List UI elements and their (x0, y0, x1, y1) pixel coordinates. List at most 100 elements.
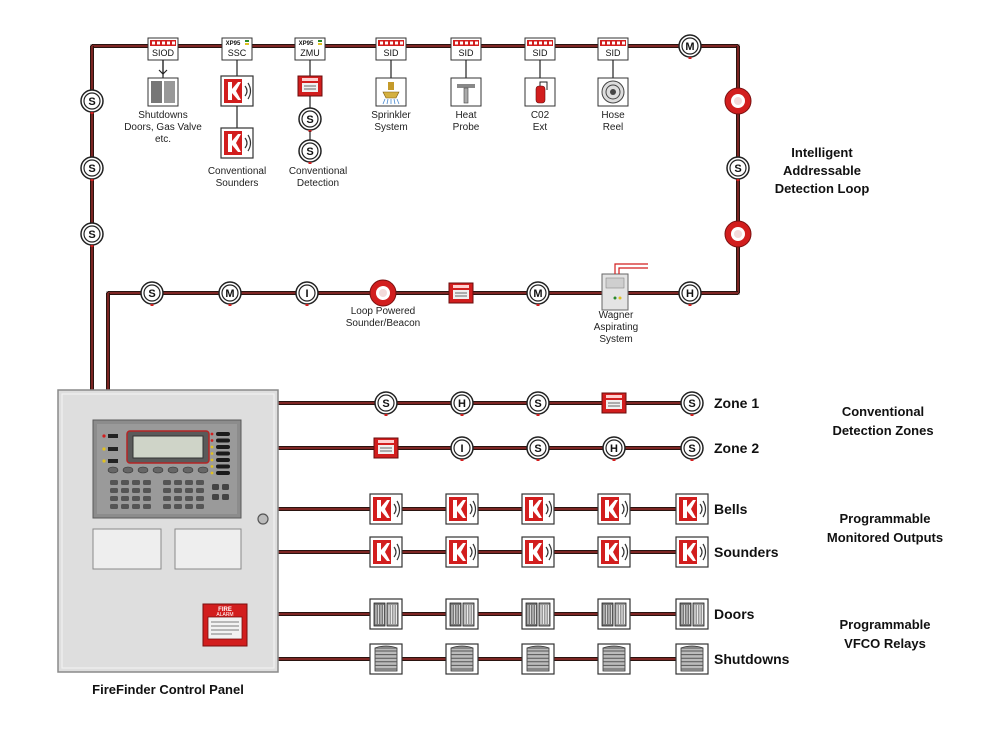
svg-text:ZMU: ZMU (300, 48, 320, 58)
svg-text:S: S (534, 443, 541, 455)
zmu-call-point-icon (297, 75, 323, 97)
loop-heat-detector-icon: H (678, 281, 702, 306)
svg-text:ALARM: ALARM (216, 612, 233, 618)
svg-text:Hose: Hose (601, 110, 625, 121)
svg-text:Shutdowns: Shutdowns (138, 110, 187, 121)
svg-text:SID: SID (532, 48, 548, 58)
siod-door-icon (147, 60, 179, 107)
svg-text:Detection: Detection (297, 178, 339, 189)
panel-door-left (92, 528, 162, 570)
svg-text:S: S (88, 163, 95, 175)
svg-text:S: S (306, 114, 313, 126)
svg-text:Conventional: Conventional (208, 166, 266, 177)
extinguisher-icon (524, 77, 556, 107)
panel-title: FireFinder Control Panel (92, 682, 244, 697)
svg-text:Conventional: Conventional (842, 404, 924, 419)
zone-call-point-icon (601, 392, 627, 414)
sounder-icon (675, 493, 709, 525)
heat-detector-icon: H (602, 436, 626, 461)
circuit-label: Shutdowns (714, 651, 790, 667)
sprinkler-icon (375, 77, 407, 107)
svg-text:Programmable: Programmable (839, 511, 930, 526)
svg-text:SID: SID (383, 48, 399, 58)
svg-text:M: M (533, 288, 542, 300)
svg-text:I: I (305, 288, 308, 300)
ssc-sounder-icon (220, 75, 254, 107)
svg-text:Wagner: Wagner (599, 310, 634, 321)
panel-status-leds (102, 434, 118, 463)
smoke-detector-icon: S (526, 391, 550, 416)
svg-text:Programmable: Programmable (839, 617, 930, 632)
svg-text:Addressable: Addressable (783, 163, 861, 178)
svg-text:XP95: XP95 (299, 41, 314, 47)
svg-text:Intelligent: Intelligent (791, 145, 853, 160)
svg-text:H: H (458, 398, 466, 410)
svg-text:Ext: Ext (533, 122, 548, 133)
door-release-icon (675, 598, 709, 630)
sounder-icon (445, 493, 479, 525)
svg-text:S: S (88, 96, 95, 108)
sounder-icon (369, 493, 403, 525)
circuit-label: Zone 1 (714, 395, 759, 411)
group-vfco-relays: Programmable VFCO Relays (839, 617, 930, 651)
svg-text:Sounders: Sounders (216, 178, 259, 189)
svg-text:I: I (460, 443, 463, 455)
module-sid-icon: SID (524, 37, 556, 78)
loop-devices: S S S M S S M I M H (80, 34, 752, 311)
door-release-icon (597, 598, 631, 630)
door-release-icon (369, 598, 403, 630)
loop-sounder-beacon-icon (724, 87, 752, 115)
svg-text:S: S (382, 398, 389, 410)
circuit-label: Sounders (714, 544, 779, 560)
loop-powered-sounder-beacon-icon (369, 279, 397, 307)
panel-zone-leds (210, 432, 230, 475)
svg-text:FIRE: FIRE (218, 607, 232, 613)
zmu-smoke-detector-icon: S (298, 107, 322, 132)
circuit-label: Doors (714, 606, 755, 622)
loop-multi-sensor-icon: M (678, 34, 702, 59)
smoke-detector-icon: S (680, 391, 704, 416)
module-sid-icon: SID (375, 37, 407, 78)
smoke-detector-icon: S (526, 436, 550, 461)
circuit-label: Bells (714, 501, 748, 517)
loop-ion-detector-icon: I (295, 281, 319, 306)
door-release-icon (521, 598, 555, 630)
panel-lock-icon (257, 513, 269, 525)
svg-text:System: System (599, 334, 632, 345)
sounder-icon (521, 536, 555, 568)
panel-keypad (107, 466, 229, 509)
loop-smoke-detector-icon: S (80, 156, 104, 181)
svg-text:M: M (225, 288, 234, 300)
loop-smoke-detector-icon: S (80, 222, 104, 247)
svg-text:Conventional: Conventional (289, 166, 347, 177)
svg-text:S: S (688, 398, 695, 410)
svg-text:System: System (374, 122, 407, 133)
loop-sounder-beacon-icon (724, 220, 752, 248)
svg-text:S: S (534, 398, 541, 410)
svg-text:Aspirating: Aspirating (594, 322, 638, 333)
circuit-devices: S H S S I S H S (369, 391, 709, 675)
svg-text:Heat: Heat (455, 110, 476, 121)
svg-text:SID: SID (458, 48, 474, 58)
svg-text:S: S (688, 443, 695, 455)
svg-text:C02: C02 (531, 110, 550, 121)
module-sid-icon: SID (597, 37, 629, 78)
ssc-sounder-icon (220, 127, 254, 159)
loop-wire-bottom (106, 291, 738, 390)
svg-text:H: H (686, 288, 694, 300)
svg-text:Sounder/Beacon: Sounder/Beacon (346, 318, 421, 329)
loop-smoke-detector-icon: S (726, 156, 750, 181)
circuit-label: Zone 2 (714, 440, 759, 456)
svg-text:Monitored Outputs: Monitored Outputs (827, 530, 943, 545)
svg-text:Sprinkler: Sprinkler (371, 110, 411, 121)
